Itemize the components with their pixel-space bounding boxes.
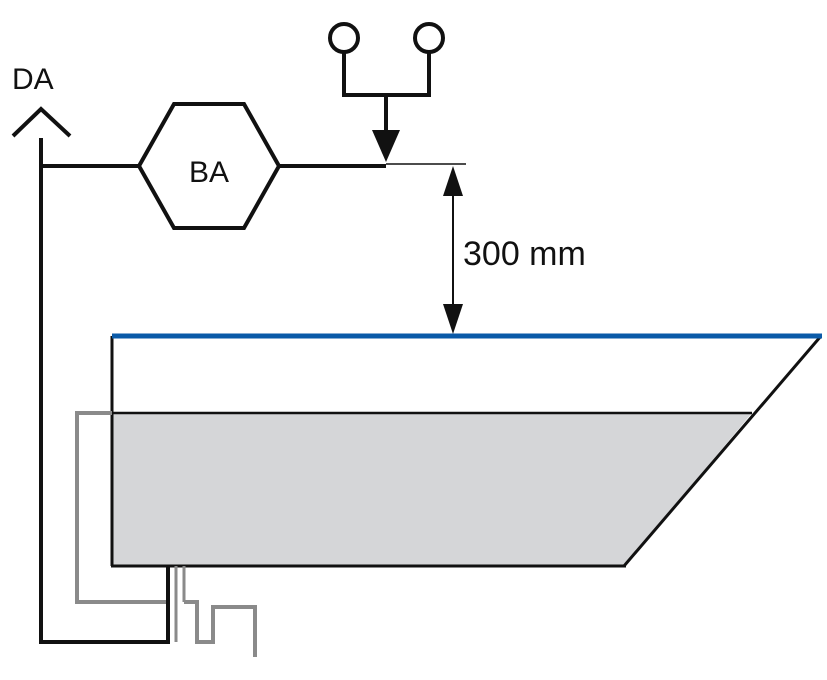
drain-trap: [184, 600, 257, 657]
overflow-pipe: [75, 411, 257, 657]
faucet: [328, 22, 445, 162]
dimension-label: 300 mm: [463, 235, 586, 273]
dimension-300mm: 300 mm: [386, 163, 586, 334]
dimension-arrow-down-icon: [443, 304, 463, 334]
tub-shaded-volume: [112, 413, 752, 566]
da-label: DA: [12, 63, 54, 96]
supply-pipe-left: [39, 138, 170, 644]
da-vent: DA: [11, 63, 72, 138]
faucet-handle-left-icon: [328, 22, 360, 54]
dimension-arrow-up-icon: [443, 166, 463, 196]
bathtub: [110, 333, 823, 568]
tub-sloped-side: [622, 335, 823, 567]
faucet-handle-right-icon: [413, 22, 445, 54]
faucet-arrow-icon: [372, 130, 400, 162]
ba-label: BA: [189, 156, 229, 189]
ba-hexagon: [136, 102, 282, 230]
ba-component: BA: [136, 102, 282, 230]
vent-cap-icon: [11, 106, 72, 138]
supply-line: [39, 138, 386, 644]
overflow-pipe-left: [75, 411, 166, 604]
faucet-body: [342, 52, 431, 97]
